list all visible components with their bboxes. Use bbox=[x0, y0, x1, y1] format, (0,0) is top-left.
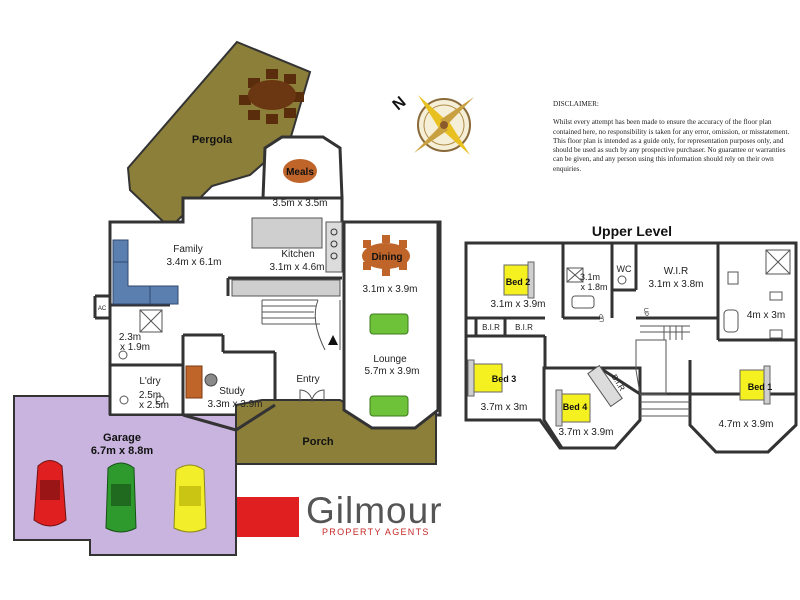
lounge-label: Lounge bbox=[373, 354, 407, 365]
meals-size: 3.5m x 3.5m bbox=[272, 198, 327, 209]
ac-label: AC bbox=[98, 306, 107, 312]
family-sofa bbox=[112, 239, 179, 305]
wir-size: 3.1m x 3.8m bbox=[648, 279, 703, 290]
bed1-size: 4.7m x 3.9m bbox=[718, 419, 773, 430]
bed-2 bbox=[503, 261, 535, 299]
dining-label: Dining bbox=[371, 252, 402, 263]
brand-tagline: PROPERTY AGENTS bbox=[322, 527, 430, 537]
porch-label: Porch bbox=[302, 436, 333, 448]
kitchen-label: Kitchen bbox=[281, 249, 314, 260]
garage-size: 6.7m x 8.8m bbox=[91, 445, 154, 457]
meals-table bbox=[283, 159, 317, 183]
bed-1 bbox=[739, 365, 771, 405]
ensuite-size-1: 3.1m bbox=[580, 272, 600, 282]
bed-3 bbox=[467, 359, 503, 397]
upper-bath-fixtures bbox=[566, 249, 791, 339]
dining-table bbox=[362, 235, 410, 276]
study-size: 3.3m x 3.9m bbox=[207, 399, 262, 410]
bir-diagonal bbox=[587, 364, 623, 408]
car-red bbox=[33, 460, 67, 527]
lounge-chairs bbox=[369, 313, 409, 417]
bed3-label: Bed 3 bbox=[492, 374, 517, 384]
bed3-size: 3.7m x 3m bbox=[481, 402, 528, 413]
ground-bath-fixtures bbox=[118, 309, 165, 405]
car-yellow bbox=[173, 464, 207, 533]
upper-staircase bbox=[635, 325, 690, 417]
upper-level-title: Upper Level bbox=[592, 223, 672, 239]
garage-label: Garage bbox=[103, 432, 141, 444]
gilmour-logo bbox=[237, 497, 299, 537]
kitchen-size: 3.1m x 4.6m bbox=[269, 262, 324, 273]
bir-label-2: B.I.R bbox=[515, 323, 533, 332]
family-label: Family bbox=[173, 244, 202, 255]
staircase bbox=[261, 299, 341, 351]
wc-label: WC bbox=[617, 264, 632, 274]
disclaimer-body: Whilst every attempt has been made to en… bbox=[553, 118, 790, 173]
study-label: Study bbox=[219, 386, 245, 397]
ldry-size-2: x 2.5m bbox=[139, 400, 169, 411]
family-size: 3.4m x 6.1m bbox=[166, 257, 221, 268]
wir-label: W.I.R bbox=[664, 266, 688, 277]
compass-rose bbox=[414, 95, 474, 155]
bath-size-2: x 1.9m bbox=[120, 342, 150, 353]
up-label-2: UP bbox=[642, 308, 648, 316]
bed2-label: Bed 2 bbox=[506, 277, 531, 287]
bir-label-1: B.I.R bbox=[482, 323, 500, 332]
compass-north-label: N bbox=[390, 94, 410, 114]
bed4-bay bbox=[542, 366, 642, 450]
outdoor-table bbox=[239, 69, 304, 124]
disclaimer: DISCLAIMER: Whilst every attempt has bee… bbox=[553, 100, 793, 174]
ensuite-size-2: x 1.8m bbox=[580, 282, 607, 292]
ldry-label: L'dry bbox=[139, 376, 160, 387]
car-green bbox=[105, 462, 137, 533]
meals-label: Meals bbox=[286, 167, 314, 178]
dining-size: 3.1m x 3.9m bbox=[362, 284, 417, 295]
kitchen-island bbox=[231, 279, 341, 297]
entry-label: Entry bbox=[296, 374, 319, 385]
disclaimer-heading: DISCLAIMER: bbox=[553, 100, 599, 108]
bath-size-1: 2.3m bbox=[119, 332, 141, 343]
bed1-label: Bed 1 bbox=[748, 382, 773, 392]
brand-name: Gilmour bbox=[306, 490, 443, 531]
kitchen-bench bbox=[251, 217, 323, 249]
bed4-size: 3.7m x 3.9m bbox=[558, 427, 613, 438]
upper-bath-size: 4m x 3m bbox=[747, 310, 785, 321]
ldry-size-1: 2.5m bbox=[139, 390, 161, 401]
up-label-1: UP bbox=[600, 314, 606, 322]
pergola-label: Pergola bbox=[192, 134, 233, 146]
study-desk bbox=[185, 365, 218, 399]
bed4-label: Bed 4 bbox=[563, 402, 588, 412]
lounge-size: 5.7m x 3.9m bbox=[364, 366, 419, 377]
bed-4 bbox=[555, 389, 591, 427]
bed2-size: 3.1m x 3.9m bbox=[490, 299, 545, 310]
